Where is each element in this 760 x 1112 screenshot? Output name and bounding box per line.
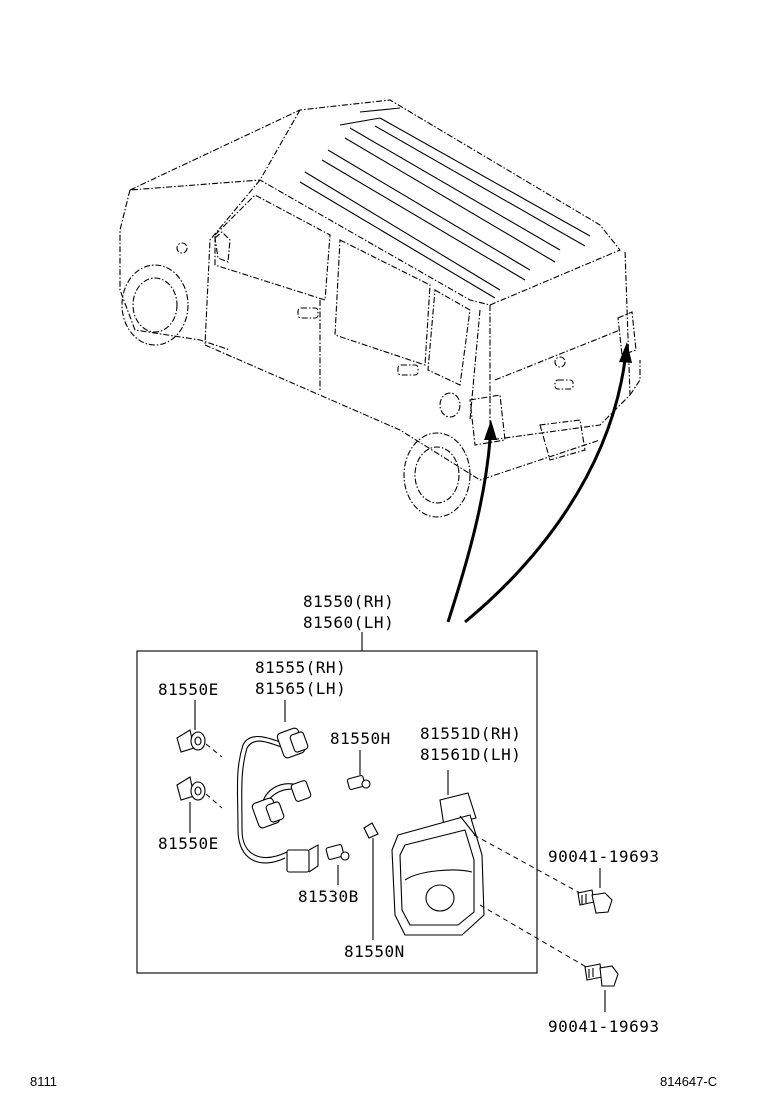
label-81550e-top: 81550E <box>158 680 219 699</box>
label-81551d-rh: 81551D(RH) <box>420 724 522 743</box>
label-81530b: 81530B <box>298 887 359 906</box>
bolt-90041-top <box>577 868 613 914</box>
vehicle-illustration <box>119 99 641 518</box>
label-bolt-top: 90041-19693 <box>548 847 660 866</box>
socket-harness-81555 <box>236 700 319 873</box>
label-81560-lh: 81560(LH) <box>303 613 395 632</box>
footer-left-code: 8111 <box>30 1074 57 1089</box>
bolt-top-dash-line <box>473 834 581 894</box>
parts-box-frame <box>136 650 538 974</box>
label-81561d-lh: 81561D(LH) <box>420 745 522 764</box>
label-bolt-bottom: 90041-19693 <box>548 1017 660 1036</box>
clip-81550e-top <box>176 729 223 758</box>
label-81550-rh: 81550(RH) <box>303 592 395 611</box>
bolt-90041-bottom <box>584 963 619 1012</box>
clip-81550n <box>363 822 379 940</box>
bulb-81550h <box>346 750 371 790</box>
label-81550h: 81550H <box>330 729 391 748</box>
clip-81550e-bottom <box>176 776 223 809</box>
tail-lamp-lens-81551d <box>391 770 485 936</box>
bolt-bottom-dash-line <box>479 904 589 969</box>
label-81555-rh: 81555(RH) <box>255 658 347 677</box>
label-81565-lh: 81565(LH) <box>255 679 347 698</box>
label-81550e-bottom: 81550E <box>158 834 219 853</box>
location-arrows <box>446 342 632 624</box>
label-81550n: 81550N <box>344 942 405 961</box>
footer-right-code: 814647-C <box>660 1074 718 1089</box>
bulb-81530b <box>325 844 350 885</box>
